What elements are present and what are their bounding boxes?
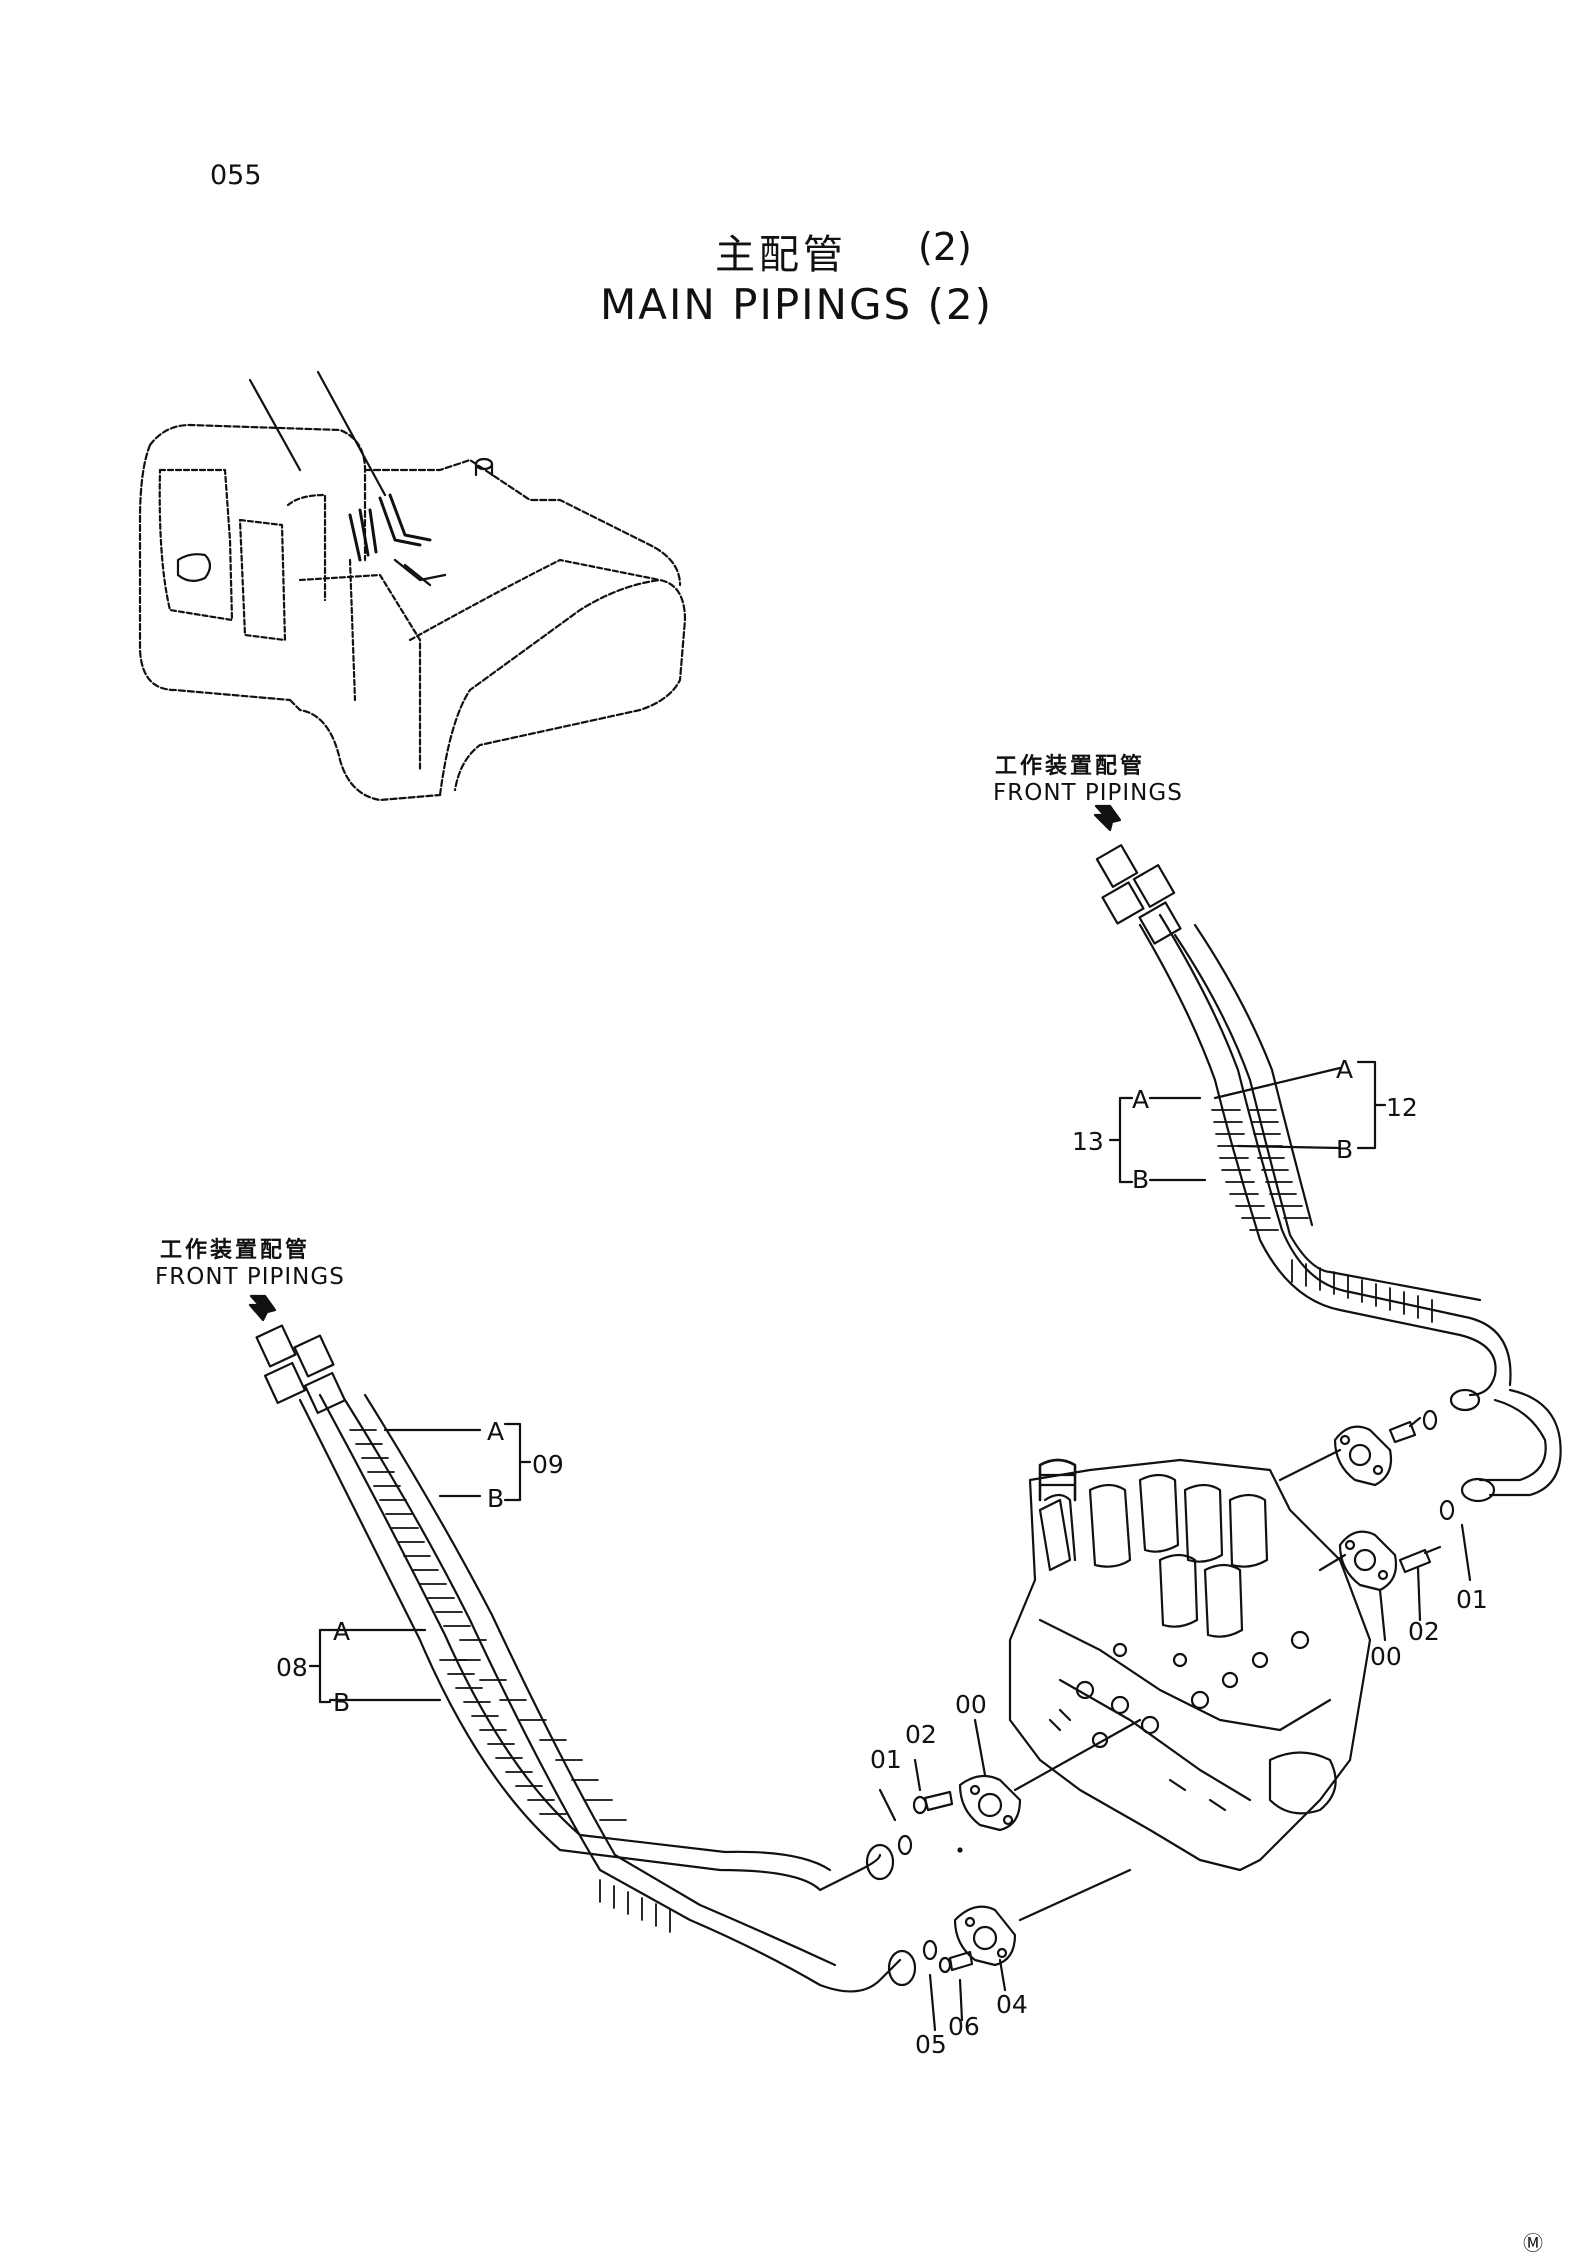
flange-parts-right [1278,1416,1472,1642]
flange-parts-lower [878,1718,1142,2032]
part-number-02-lower: 02 [905,1720,937,1749]
title-japanese: 主配管 [715,232,847,278]
front-pipings-upper-jp: 工作装置配管 [995,754,1146,779]
part-number-05: 05 [915,2030,947,2059]
callout-A-08: A [333,1617,351,1646]
upper-hose-assembly [1093,804,1562,1521]
callout-B-12: B [1336,1135,1354,1164]
part-number-01-lower: 01 [870,1745,902,1774]
front-pipings-left-jp: 工作装置配管 [160,1238,311,1263]
part-number-01-right: 01 [1456,1585,1488,1614]
part-number-04: 04 [996,1990,1028,2019]
control-valve [1008,1458,1372,1872]
part-number-09: 09 [532,1450,564,1479]
title-english: MAIN PIPINGS (2) [600,280,994,329]
callout-A-09: A [487,1417,505,1446]
part-number-08: 08 [276,1653,308,1682]
callout-B-08: B [333,1688,351,1717]
machine-overview [138,370,687,802]
part-number-02-right: 02 [1408,1617,1440,1646]
part-number-06: 06 [948,2012,980,2041]
part-number-00-right: 00 [1370,1642,1402,1671]
front-pipings-left-en: FRONT PIPINGS [155,1264,345,1290]
part-number-13: 13 [1072,1127,1104,1156]
part-number-12: 12 [1386,1093,1418,1122]
callout-A-12: A [1336,1055,1354,1084]
callout-B-13: B [1132,1165,1150,1194]
left-hose-assembly [248,1294,938,1993]
page-number: 055 [210,160,262,191]
title-japanese-number: (2) [918,225,972,269]
callout-A-13: A [1132,1085,1150,1114]
corner-mark: Ⓜ [1523,2231,1543,2255]
callout-B-09: B [487,1484,505,1513]
front-pipings-upper-en: FRONT PIPINGS [993,780,1183,806]
part-number-00-lower: 00 [955,1690,987,1719]
